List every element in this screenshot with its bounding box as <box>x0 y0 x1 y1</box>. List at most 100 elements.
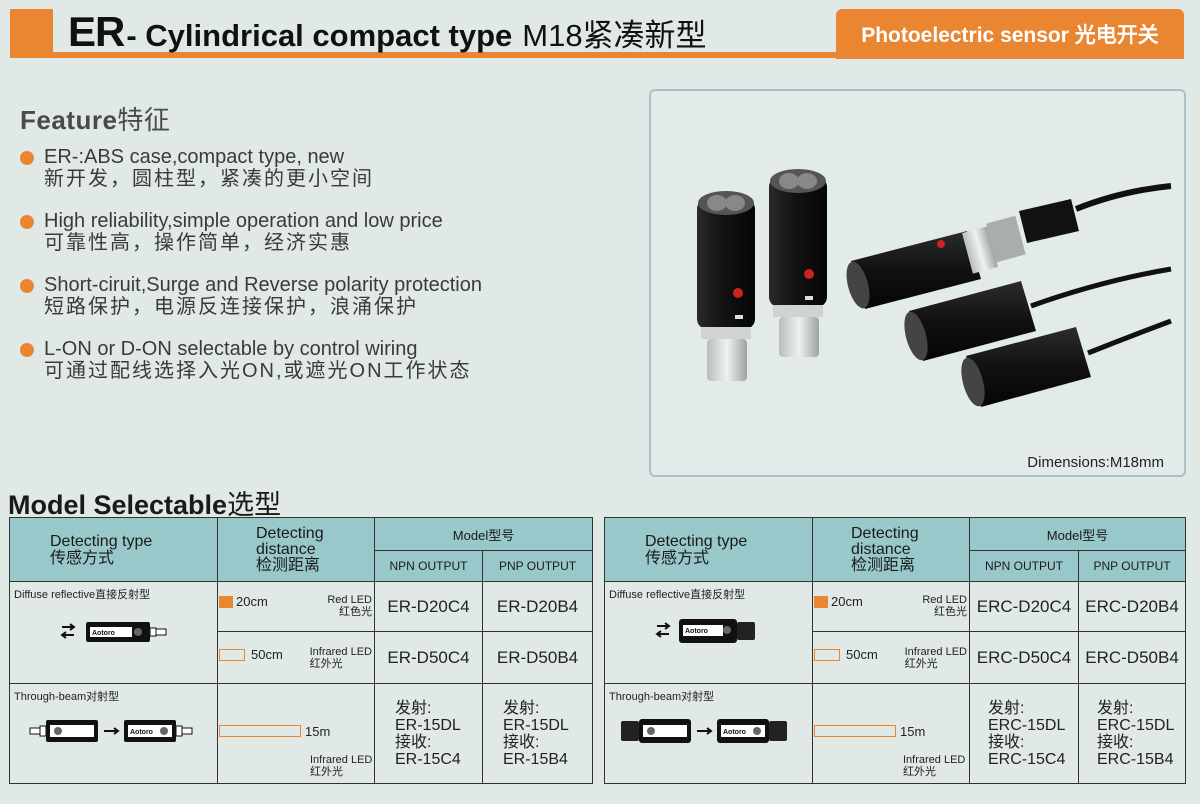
emitter-label: 发射: <box>395 699 432 717</box>
pnp-model: ER-D20B4 <box>481 581 594 632</box>
category-badge: Photoelectric sensor 光电开关 <box>836 9 1184 59</box>
receiver-model: ER-15B4 <box>503 750 568 768</box>
distance-value: 15m <box>305 724 331 739</box>
header-dist-en1: Detecting <box>851 524 919 542</box>
model-table-er: Detecting type 传感方式 Detecting distance 检… <box>9 516 594 784</box>
diffuse-label: Diffuse reflective直接反射型 <box>609 589 746 601</box>
model-table-erc: Detecting type 传感方式 Detecting distance 检… <box>604 516 1187 784</box>
emitter-model: ER-15DL <box>395 716 461 734</box>
feature-text-zh: 可靠性高，操作简单，经济实惠 <box>44 232 352 254</box>
led-en: Infrared LED <box>310 754 373 766</box>
distance-bar-short <box>814 596 828 608</box>
npn-model: ER-D20C4 <box>374 581 483 632</box>
npn-model: ER-D50C4 <box>374 631 483 684</box>
pnp-model: ERC-D20B4 <box>1077 581 1187 632</box>
led-cn: 红色光 <box>934 606 967 618</box>
pnp-through-models: 发射: ERC-15DL 接收: ERC-15B4 <box>1077 683 1187 784</box>
feature-list: ER-:ABS case,compact type, new 新开发，圆柱型，紧… <box>20 146 600 402</box>
npn-model: ERC-D50C4 <box>969 631 1079 684</box>
table-row: Diffuse reflective直接反射型 Aotoro 20cm Red … <box>9 581 594 684</box>
sensor-product-image <box>697 169 1172 407</box>
receiver-label: 接收: <box>395 733 432 751</box>
distance-value: 50cm <box>251 647 283 662</box>
emitter-label: 发射: <box>988 699 1025 717</box>
svg-text:Aotoro: Aotoro <box>685 628 708 635</box>
receiver-model: ERC-15B4 <box>1097 750 1174 768</box>
bullet-icon <box>20 151 34 165</box>
header-dist-cn: 检测距离 <box>256 556 321 574</box>
led-en: Red LED <box>327 594 372 606</box>
feature-text-en: Short-ciruit,Surge and Reverse polarity … <box>44 274 482 296</box>
header-model: Model型号 <box>968 516 1187 552</box>
header-detecting-distance: Detecting distance 检测距离 <box>217 517 375 582</box>
title-chinese: M18紧凑新型 <box>522 18 707 53</box>
header-type-cn: 传感方式 <box>645 549 710 567</box>
header-type-cn: 传感方式 <box>50 549 115 567</box>
svg-text:Aotoro: Aotoro <box>723 729 746 736</box>
diffuse-sensor-icon: Aotoro <box>60 622 167 642</box>
features-heading: Feature特征 <box>20 100 170 137</box>
led-en: Red LED <box>922 594 967 606</box>
feature-text-zh: 新开发，圆柱型，紧凑的更小空间 <box>44 168 374 190</box>
feature-item: L-ON or D-ON selectable by control wirin… <box>20 338 600 382</box>
distance-value: 50cm <box>846 647 878 662</box>
model-heading-en: Model Selectable <box>8 490 228 520</box>
product-photo: Dimensions:M18mm <box>649 89 1186 477</box>
header-pnp-output: PNP OUTPUT <box>481 550 594 582</box>
distance-bar-medium <box>814 649 840 661</box>
header-dist-en1: Detecting <box>256 524 324 542</box>
npn-through-models: 发射: ER-15DL 接收: ER-15C4 <box>374 683 483 784</box>
receiver-model: ER-15C4 <box>395 750 461 768</box>
distance-bar-long <box>219 725 301 737</box>
through-beam-label: Through-beam对射型 <box>14 691 120 703</box>
feature-item: High reliability,simple operation and lo… <box>20 210 600 254</box>
receiver-model: ERC-15C4 <box>988 750 1066 768</box>
feature-item: ER-:ABS case,compact type, new 新开发，圆柱型，紧… <box>20 146 600 190</box>
distance-bar-short <box>219 596 233 608</box>
header-type-en: Detecting type <box>50 532 153 550</box>
header-detecting-type: Detecting type 传感方式 <box>604 517 813 582</box>
bullet-icon <box>20 343 34 357</box>
emitter-label: 发射: <box>503 699 540 717</box>
table-row: Diffuse reflective直接反射型 Aotoro 20cm Red … <box>604 581 1187 684</box>
diffuse-reflective-cell: Diffuse reflective直接反射型 Aotoro <box>9 581 218 684</box>
led-en: Infrared LED <box>904 646 967 658</box>
feature-text-zh: 短路保护，电源反连接保护，浪涌保护 <box>44 296 418 318</box>
header-dist-en2: distance <box>851 540 911 558</box>
led-en: Infrared LED <box>309 646 372 658</box>
npn-through-models: 发射: ERC-15DL 接收: ERC-15C4 <box>969 683 1079 784</box>
header-accent-block <box>10 9 53 57</box>
series-name: ER <box>68 8 125 55</box>
pnp-through-models: 发射: ER-15DL 接收: ER-15B4 <box>481 683 594 784</box>
distance-value: 15m <box>900 724 926 739</box>
led-en: Infrared LED <box>903 754 966 766</box>
header-detecting-type: Detecting type 传感方式 <box>9 517 218 582</box>
bullet-icon <box>20 279 34 293</box>
receiver-label: 接收: <box>1097 733 1134 751</box>
emitter-model: ER-15DL <box>503 716 569 734</box>
receiver-label: 接收: <box>503 733 540 751</box>
feature-text-en: High reliability,simple operation and lo… <box>44 210 443 232</box>
pnp-model: ER-D50B4 <box>481 631 594 684</box>
npn-model: ERC-D20C4 <box>969 581 1079 632</box>
diffuse-sensor-icon: Aotoro <box>655 619 755 643</box>
page-title: ER - Cylindrical compact type M18紧凑新型 <box>68 8 707 55</box>
dimensions-caption: Dimensions:M18mm <box>1027 454 1164 471</box>
through-beam-sensor-icon: Aotoro <box>621 719 787 743</box>
through-beam-cell: Through-beam对射型 Aotoro <box>9 683 218 784</box>
svg-text:Aotoro: Aotoro <box>130 729 153 736</box>
header-dist-cn: 检测距离 <box>851 556 916 574</box>
header-npn-output: NPN OUTPUT <box>374 550 483 582</box>
bullet-icon <box>20 215 34 229</box>
model-selectable-heading: Model Selectable选型 <box>8 483 281 522</box>
header-npn-output: NPN OUTPUT <box>969 550 1079 582</box>
features-heading-en: Feature <box>20 105 118 135</box>
led-cn: 红外光 <box>904 658 938 670</box>
